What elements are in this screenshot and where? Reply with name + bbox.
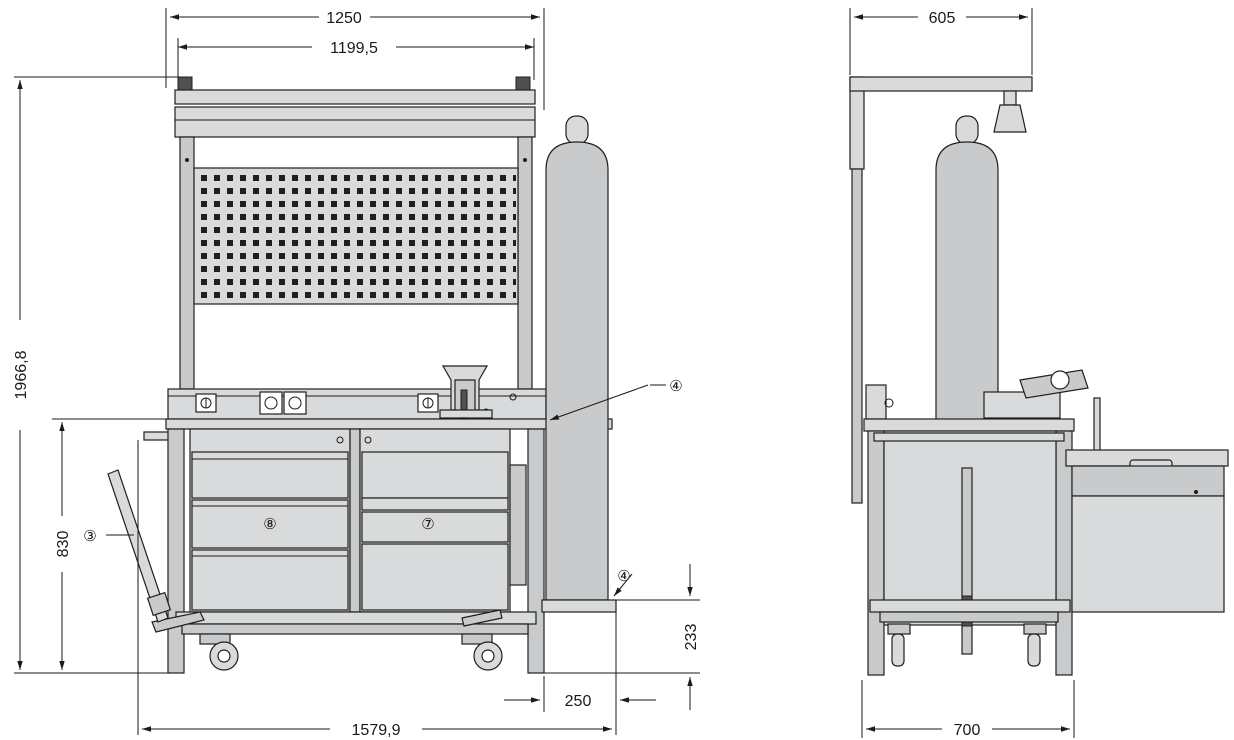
worktop-side (863, 418, 1075, 432)
front-view (107, 76, 617, 674)
callout-4-top: ④ (669, 377, 682, 395)
callout-3: ③ (83, 527, 96, 545)
drawer-left-2 (191, 499, 349, 549)
dim-overall-width: 1579,9 (352, 722, 401, 739)
castor-right (461, 633, 503, 671)
top-end-cap-left (177, 76, 193, 92)
side-handle (143, 431, 171, 441)
drawer-right-2 (361, 497, 509, 511)
transport-handle (107, 469, 172, 623)
side-extension-tray (1065, 449, 1229, 613)
vise-side (983, 369, 1101, 469)
drawer-left-3 (191, 549, 349, 611)
leg-right (527, 428, 545, 674)
gas-bottle-front (541, 115, 617, 613)
top-end-cap-right (515, 76, 531, 92)
drawer-right-3 (361, 511, 509, 543)
dim-bottle-base-height: 233 (683, 624, 700, 651)
upright-left (179, 136, 195, 390)
vise (439, 365, 493, 467)
socket-2 (283, 391, 307, 415)
dimension-lines (14, 8, 1075, 738)
socket-1 (259, 391, 283, 415)
callout-8: ⑧ (263, 515, 276, 533)
cabinet-divider (349, 428, 361, 613)
upright-right (517, 136, 533, 390)
drawer-right-4 (361, 543, 509, 611)
callout-7: ⑦ (421, 515, 434, 533)
dim-side-depth-top: 605 (929, 10, 956, 27)
drawer-left-1 (191, 451, 349, 499)
side-view (849, 76, 1229, 676)
dim-side-depth-bottom: 700 (954, 722, 981, 739)
castor-left (199, 633, 239, 671)
dim-total-height: 1966,8 (13, 350, 30, 399)
callout-4-bottom: ④ (617, 567, 630, 585)
dim-top-inner-width: 1199,5 (330, 40, 378, 57)
dim-top-outer-width: 1250 (326, 10, 362, 27)
drawer-right-1 (361, 451, 509, 499)
worktop (165, 418, 613, 430)
light-bar (174, 106, 536, 138)
leg-left (167, 428, 185, 674)
dim-bottle-offset: 250 (565, 693, 592, 710)
dim-worktop-height: 830 (55, 531, 72, 558)
top-rail (174, 89, 536, 105)
